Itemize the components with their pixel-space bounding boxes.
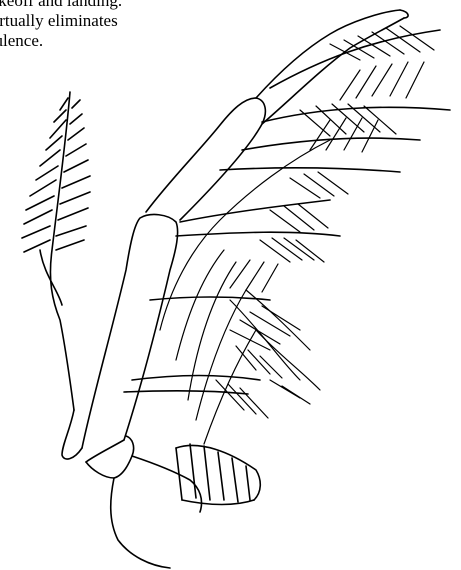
feather-barbs [216, 26, 434, 418]
feather-curves [160, 140, 330, 444]
lower-arm-bone [62, 215, 178, 462]
upper-arm-bone [146, 10, 408, 220]
feather-shafts [124, 30, 450, 394]
feather-left [22, 92, 90, 410]
wrist-joint [86, 436, 260, 568]
